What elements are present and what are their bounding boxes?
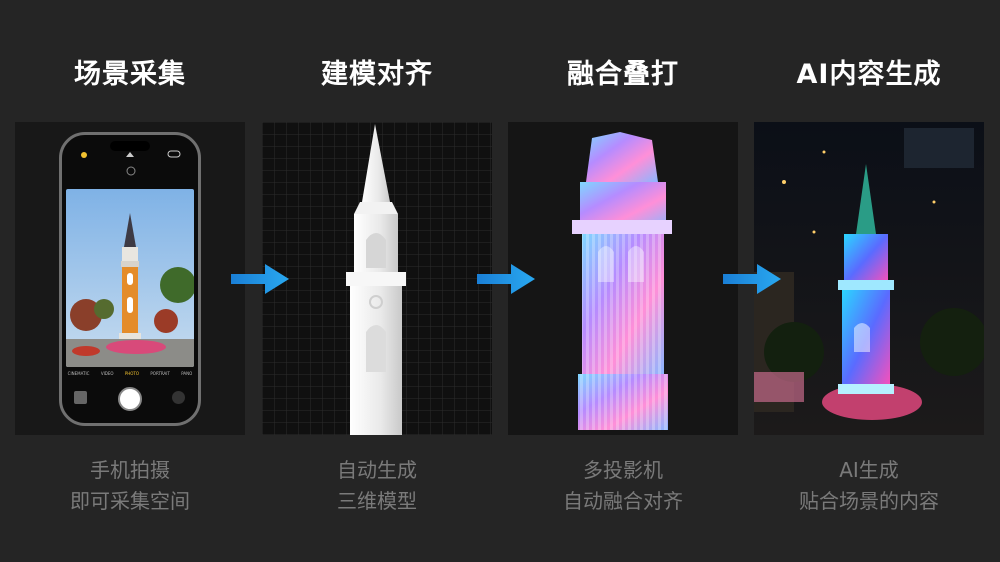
camera-mode-bar: CINEMATIC VIDEO PHOTO PORTRAIT PANO (62, 371, 198, 376)
step-1-caption: 手机拍摄 即可采集空间 (15, 455, 245, 517)
step-3-caption: 多投影机 自动融合对齐 (508, 455, 738, 517)
white-tower-model (346, 124, 406, 435)
arrow-right-icon (231, 264, 289, 294)
step-4-title: AI内容生成 (796, 59, 942, 90)
camera-mode-selected[interactable]: PHOTO (124, 371, 140, 376)
ai-content-image (754, 122, 984, 435)
flip-camera-icon[interactable] (172, 391, 185, 404)
projected-tower (572, 132, 672, 430)
caption-line: 贴合场景的内容 (799, 489, 939, 513)
step-2-caption: 自动生成 三维模型 (262, 455, 492, 517)
camera-mode[interactable]: VIDEO (100, 371, 114, 376)
caption-line: 手机拍摄 (90, 458, 170, 482)
camera-mode[interactable]: CINEMATIC (67, 371, 90, 376)
illuminated-tower (838, 164, 894, 394)
caption-line: 即可采集空间 (70, 489, 190, 513)
scene-capture-image: CINEMATIC VIDEO PHOTO PORTRAIT PANO (15, 122, 245, 435)
step-3-title: 融合叠打 (567, 59, 679, 90)
arrow-right-icon (723, 264, 781, 294)
gallery-thumbnail[interactable] (74, 391, 87, 404)
model-alignment-image (262, 122, 492, 435)
phone-viewfinder (66, 189, 194, 367)
phone-illustration: CINEMATIC VIDEO PHOTO PORTRAIT PANO (59, 132, 201, 426)
camera-mode[interactable]: PORTRAIT (150, 371, 170, 376)
camera-mode[interactable]: PANO (181, 371, 193, 376)
arrow-right-icon (477, 264, 535, 294)
step-2-title: 建模对齐 (321, 59, 433, 90)
step-4-caption: AI生成 贴合场景的内容 (754, 455, 984, 517)
caption-line: 自动融合对齐 (563, 489, 683, 513)
camera-status-icons (81, 150, 181, 176)
caption-line: AI生成 (839, 458, 899, 482)
phone-notch (110, 141, 150, 151)
caption-line: 多投影机 (583, 458, 663, 482)
caption-line: 自动生成 (337, 458, 417, 482)
projection-blending-image (508, 122, 738, 435)
shutter-button[interactable] (118, 387, 142, 411)
caption-line: 三维模型 (337, 489, 417, 513)
step-1-title: 场景采集 (74, 59, 186, 90)
